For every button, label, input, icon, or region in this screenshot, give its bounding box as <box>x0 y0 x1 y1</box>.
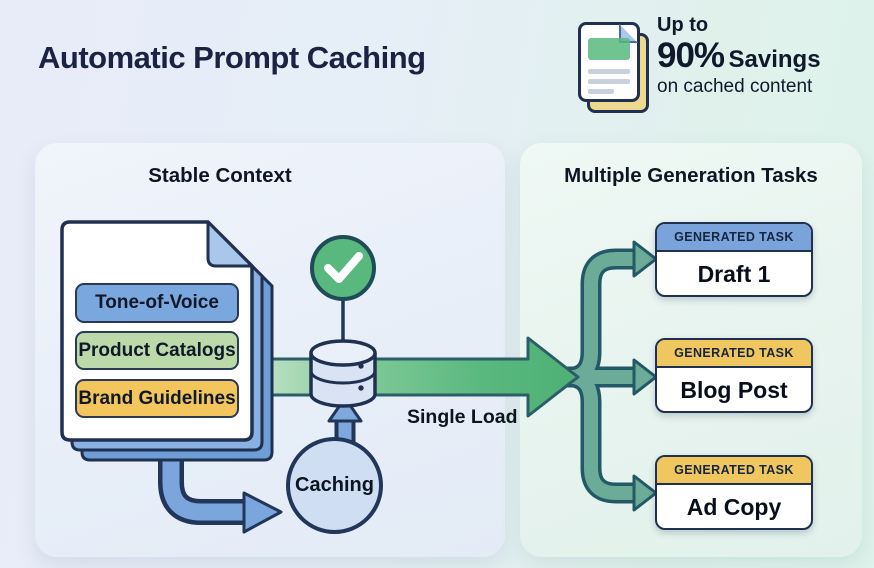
generation-tasks-heading: Multiple Generation Tasks <box>564 164 818 187</box>
text-line <box>588 79 630 84</box>
document-stack-icon <box>578 22 649 113</box>
task-card-header: GENERATED TASK <box>657 457 811 485</box>
caching-circle: Caching <box>286 437 383 534</box>
task-card-header: GENERATED TASK <box>657 340 811 368</box>
task-card-ad-copy: GENERATED TASK Ad Copy <box>655 455 813 530</box>
task-card-blog-post: GENERATED TASK Blog Post <box>655 338 813 413</box>
badge-percent: 90% <box>657 36 725 75</box>
caching-label: Caching <box>295 474 374 496</box>
pill-product-catalogs: Product Catalogs <box>75 331 239 370</box>
content-block <box>588 38 630 60</box>
badge-text: Up to 90% Savings on cached content <box>657 14 821 98</box>
task-card-title: Ad Copy <box>686 493 782 520</box>
badge-main-line: 90% Savings <box>657 38 821 73</box>
text-line <box>588 69 630 74</box>
task-card-header: GENERATED TASK <box>657 224 811 252</box>
task-card-draft-1: GENERATED TASK Draft 1 <box>655 222 813 297</box>
check-circle <box>310 235 376 301</box>
front-page-shape <box>578 22 640 102</box>
task-card-title: Draft 1 <box>697 260 771 287</box>
badge-subtext: on cached content <box>657 76 813 97</box>
stable-context-heading: Stable Context <box>148 164 292 187</box>
pill-tone-of-voice: Tone-of-Voice <box>75 283 239 323</box>
task-card-title: Blog Post <box>680 376 788 403</box>
badge-upto: Up to <box>657 14 709 36</box>
page-title: Automatic Prompt Caching <box>38 40 426 75</box>
badge-savings: Savings <box>728 46 821 73</box>
checkmark-icon <box>324 252 363 283</box>
single-load-label: Single Load <box>407 406 518 428</box>
text-line <box>588 89 614 94</box>
pill-brand-guidelines: Brand Guidelines <box>75 379 239 418</box>
